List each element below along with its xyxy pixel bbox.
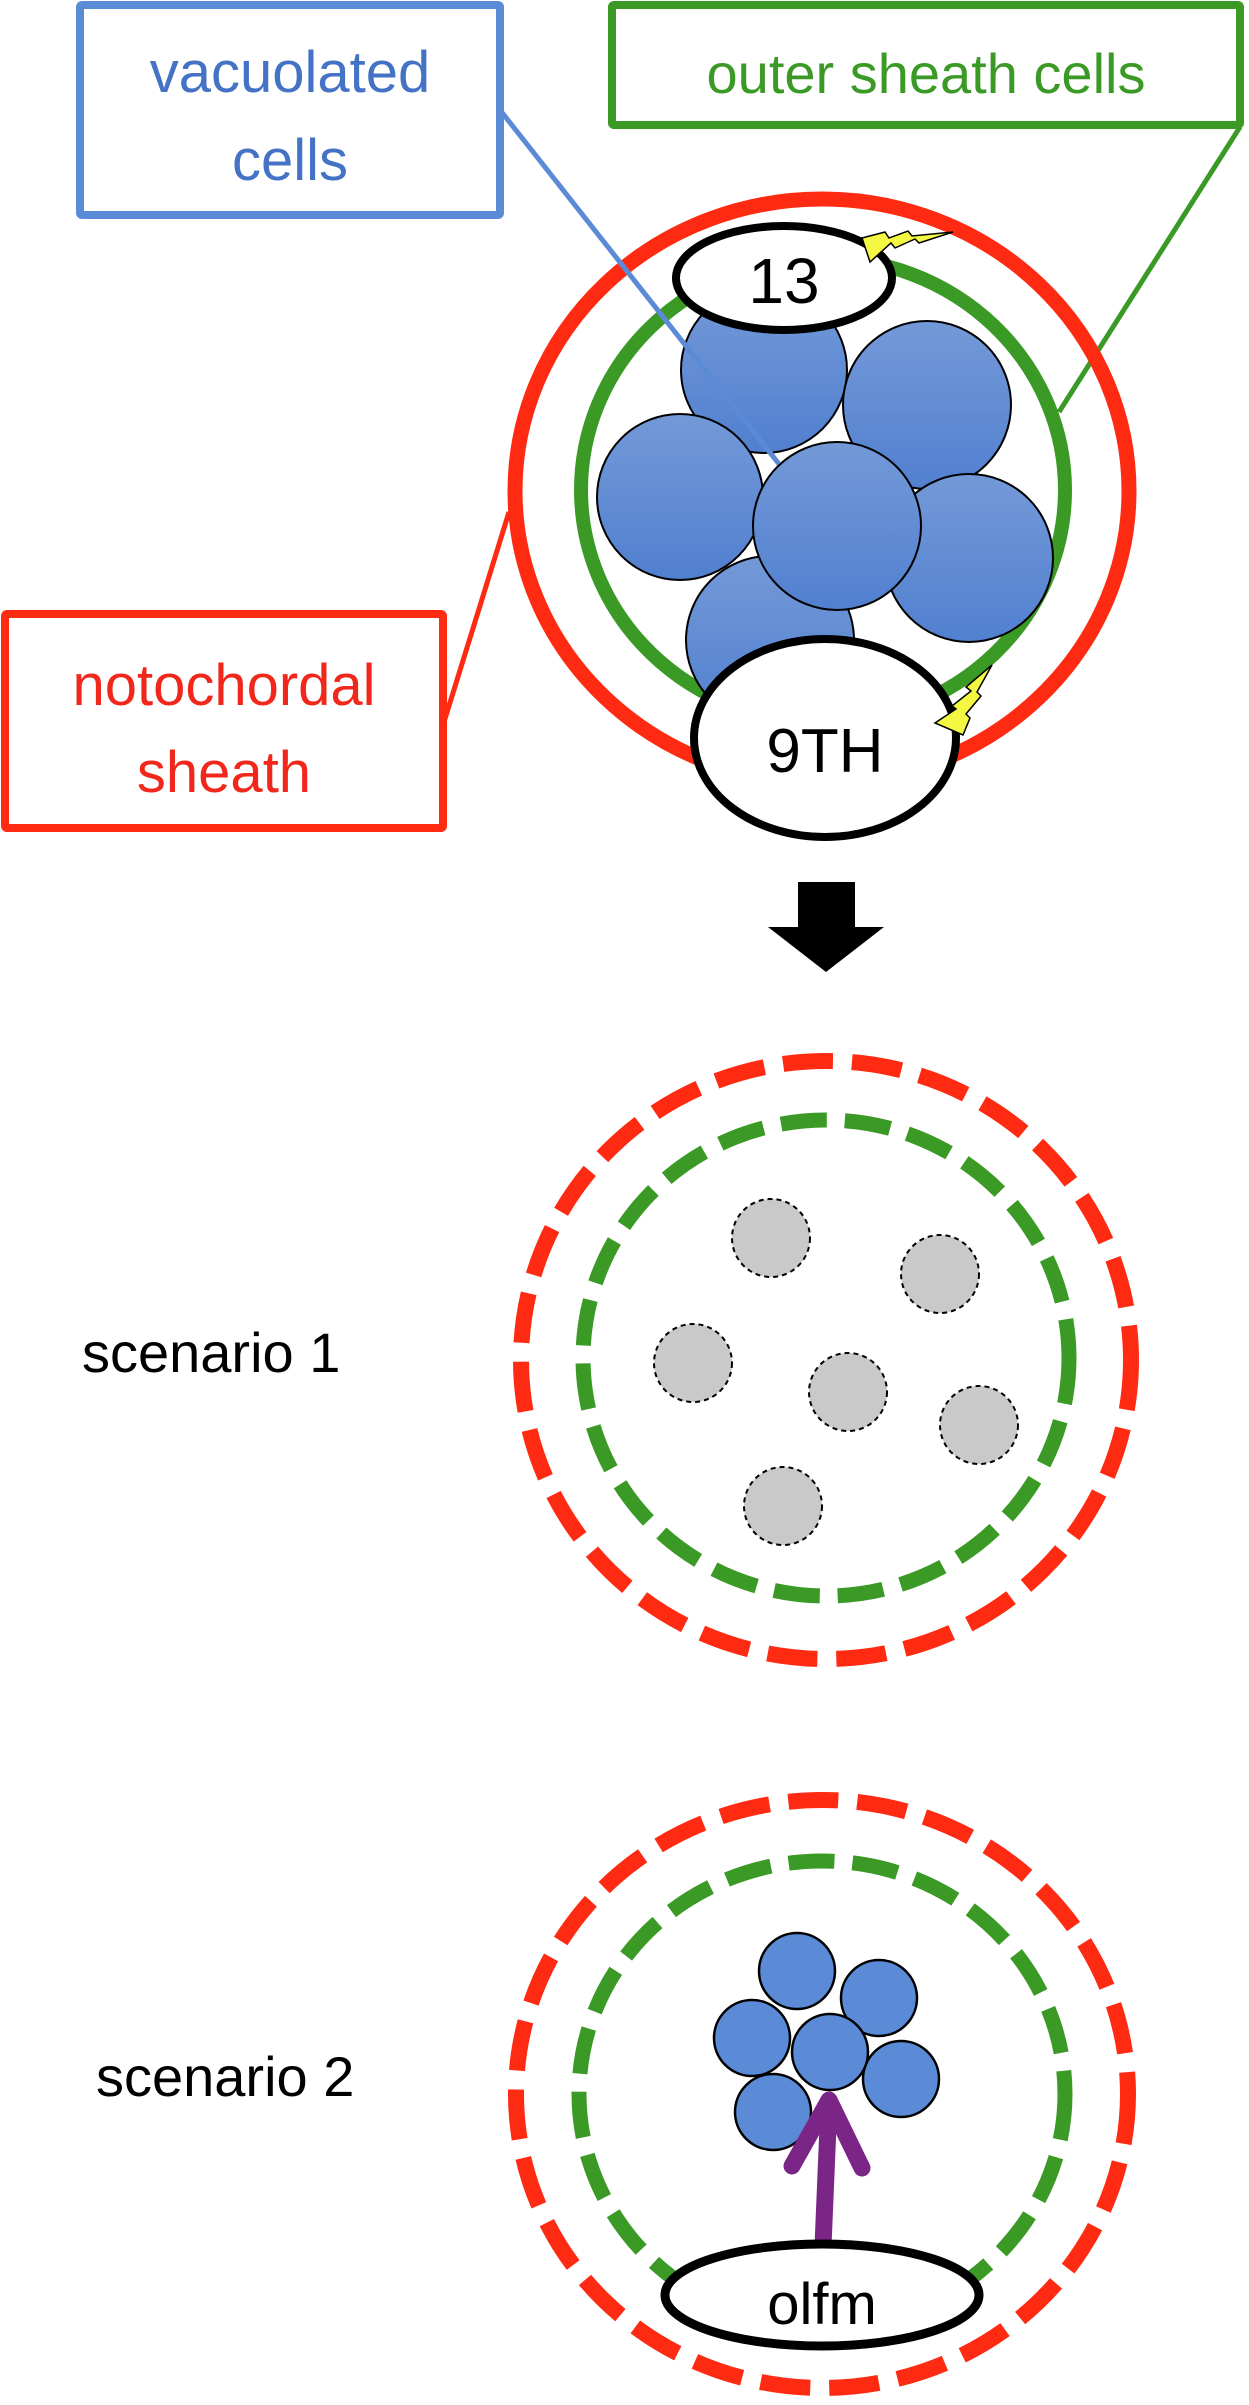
dead-cell xyxy=(731,1198,811,1278)
small-vacuolated-cell xyxy=(861,2039,941,2119)
gene-9th-ellipse xyxy=(690,635,960,841)
dead-cell xyxy=(939,1385,1019,1465)
notochordal-sheath-dashed-ring xyxy=(513,1053,1139,1667)
gene-olfm-ellipse xyxy=(660,2239,984,2351)
notochordal-callout-line2: sheath xyxy=(137,740,311,805)
dead-cell xyxy=(900,1234,980,1314)
outer-sheath-callout-label: outer sheath cells xyxy=(707,42,1146,105)
small-vacuolated-cell xyxy=(839,1958,919,2038)
scenario-1-label: scenario 1 xyxy=(82,1321,340,1384)
scenario-2-label: scenario 2 xyxy=(96,2045,354,2108)
scenario-2: scenario 2 olfm xyxy=(96,1792,1136,2396)
notochordal-sheath-leader-line xyxy=(441,511,512,723)
dead-cell xyxy=(808,1352,888,1432)
small-vacuolated-cell xyxy=(790,2012,870,2092)
notochordal-callout-line1: notochordal xyxy=(72,653,375,718)
vacuolated-cell xyxy=(752,441,922,611)
outer-sheath-leader-line xyxy=(1056,125,1243,414)
dead-cell xyxy=(743,1466,823,1546)
top-diagram: 13 9TH xyxy=(441,108,1243,841)
notochordal-sheath-callout: notochordal sheath xyxy=(1,610,447,832)
notochordal-sheath-dashed-ring xyxy=(508,1792,1136,2396)
vacuolated-cells-callout: vacuolated cells xyxy=(76,1,504,219)
lightning-bolt-icon xyxy=(861,230,954,264)
vacuolated-cells-leader-line xyxy=(498,108,781,466)
small-vacuolated-cells-cluster xyxy=(712,1931,941,2152)
olfm-upward-arrow-icon xyxy=(783,2091,871,2255)
small-vacuolated-cell xyxy=(733,2072,813,2152)
lightning-bolt-icon xyxy=(933,664,993,736)
dead-cells-cluster xyxy=(653,1198,1019,1546)
gene-13-label: 13 xyxy=(748,245,819,317)
outer-sheath-callout: outer sheath cells xyxy=(608,1,1244,129)
vacuolated-callout-line1: vacuolated xyxy=(150,40,431,105)
outer-sheath-dashed-ring xyxy=(575,1112,1077,1604)
small-vacuolated-cell xyxy=(757,1931,837,2011)
outer-sheath-dashed-ring xyxy=(571,1853,1073,2335)
vacuolated-cell xyxy=(596,413,764,581)
scenario-1: scenario 1 xyxy=(82,1053,1139,1667)
down-arrow-icon xyxy=(768,882,884,972)
vacuolated-callout-line2: cells xyxy=(232,128,348,193)
dead-cell xyxy=(653,1323,733,1403)
gene-olfm-label: olfm xyxy=(767,2272,877,2337)
gene-13-ellipse xyxy=(672,222,896,334)
small-vacuolated-cell xyxy=(712,1998,792,2078)
gene-9th-label: 9TH xyxy=(766,717,883,786)
